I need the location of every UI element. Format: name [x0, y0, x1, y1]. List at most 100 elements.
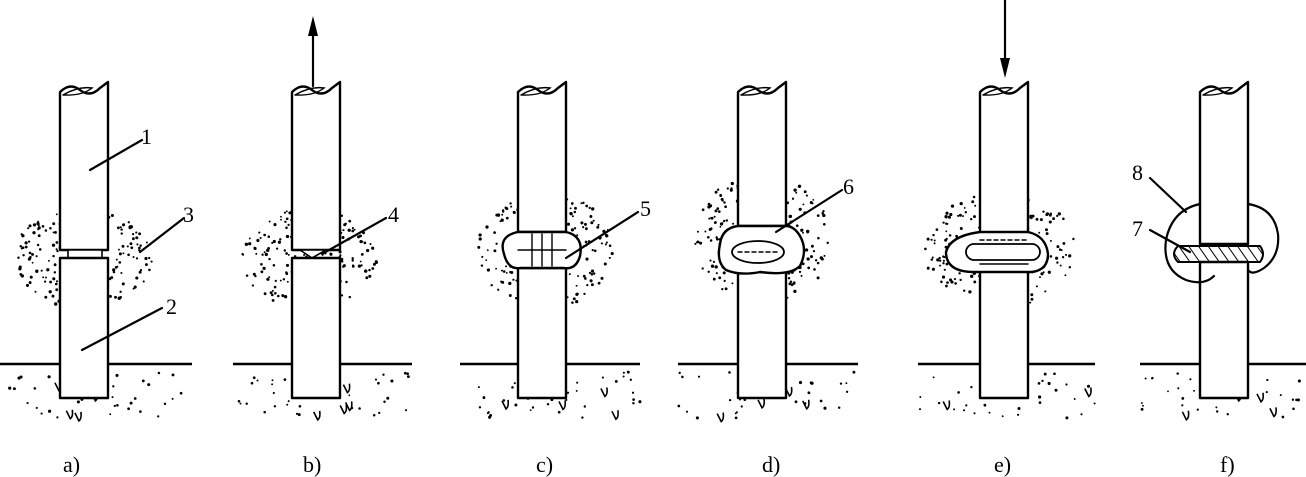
spark-dot [1056, 261, 1059, 264]
spark-dot [267, 235, 271, 238]
spark-dot [941, 275, 946, 279]
rod-end-cap [982, 86, 1014, 96]
spark-dot [574, 206, 577, 210]
spark-dot [359, 234, 362, 238]
leader-line [774, 188, 844, 234]
spark-dot [572, 297, 576, 301]
spark-dot [962, 215, 964, 218]
spark-dot [798, 207, 802, 211]
soil-dot [1043, 372, 1047, 376]
spark-dot [32, 231, 36, 235]
soil-dot [112, 385, 115, 388]
spark-dot [722, 219, 726, 223]
panel-a: 1 2 3 a) [0, 80, 194, 477]
spark-dot [35, 269, 39, 273]
spark-dot [31, 252, 34, 256]
spark-dot [592, 272, 596, 275]
soil-dot [622, 371, 625, 374]
soil-dot [502, 399, 506, 402]
spark-dot [588, 271, 592, 274]
spark-dot [245, 274, 249, 277]
spark-dot [789, 280, 793, 284]
spark-dot [588, 206, 591, 210]
spark-dot [970, 274, 974, 278]
soil-dot [1176, 372, 1179, 375]
soil-pebble [1256, 392, 1265, 403]
soil-dot [1065, 383, 1068, 386]
label-7: 7 [1132, 216, 1143, 241]
spark-dot [118, 252, 122, 256]
spark-dot [709, 259, 712, 262]
spark-dot [264, 252, 268, 257]
soil-dot [1292, 407, 1295, 411]
soil-dot [852, 370, 856, 374]
spark-dot [283, 295, 288, 299]
spark-dot [958, 272, 961, 275]
soil-dot [557, 410, 561, 414]
spark-dot [132, 256, 135, 258]
spark-dot [719, 225, 722, 228]
spark-dot [822, 209, 825, 213]
spark-dot [122, 223, 125, 226]
spark-dot [126, 245, 129, 248]
spark-dot [44, 295, 48, 299]
spark-dot [40, 269, 43, 272]
spark-dot [116, 226, 120, 230]
spark-dot [54, 231, 57, 234]
spark-dot [593, 249, 597, 253]
spark-dot [713, 215, 716, 218]
soil-dot [823, 406, 827, 410]
spark-dot [576, 234, 579, 237]
spark-dot [351, 227, 354, 230]
spark-dot [364, 269, 368, 273]
soil-dot [487, 411, 490, 414]
spark-dot [585, 257, 589, 261]
spark-dot [568, 273, 571, 276]
lower-rod [290, 256, 342, 400]
spark-dot [112, 268, 116, 272]
spark-dot [348, 219, 352, 223]
spark-dot [964, 211, 967, 214]
soil-dot [919, 396, 922, 398]
soil-dot [631, 391, 635, 394]
lower-rod [58, 256, 110, 400]
spark-dot [127, 221, 130, 224]
spark-dot [582, 274, 586, 278]
soil-dot [382, 373, 385, 376]
soil-dot [514, 403, 518, 407]
spark-dot [135, 236, 139, 240]
spark-dot [963, 206, 966, 209]
spark-dot [725, 219, 729, 222]
soil-dot [1181, 396, 1185, 400]
spark-dot [121, 244, 125, 248]
soil-dot [798, 380, 803, 385]
lower-rod [1198, 260, 1250, 400]
spark-dot [262, 266, 266, 271]
spark-dot [24, 245, 28, 249]
spark-dot [252, 272, 256, 276]
spark-dot [248, 242, 252, 246]
spark-dot [570, 228, 575, 232]
spark-dot [591, 249, 594, 252]
spark-dot [708, 204, 713, 208]
spark-dot [590, 283, 594, 287]
soil-dot [697, 375, 701, 378]
spark-dot [820, 257, 824, 261]
spark-dot [505, 271, 508, 274]
spark-dot [571, 215, 574, 218]
label-4: 4 [388, 202, 399, 227]
spark-dot [248, 237, 251, 240]
spark-dot [707, 270, 710, 273]
weld-nugget [731, 240, 785, 264]
spark-dot [118, 261, 122, 264]
spark-dot [287, 253, 290, 256]
soil-dot [109, 413, 112, 416]
spark-dot [590, 269, 595, 273]
spark-dot [49, 227, 52, 230]
spark-dot [348, 295, 352, 299]
spark-dot [135, 231, 138, 234]
spark-dot [582, 225, 585, 229]
spark-dot [273, 285, 277, 289]
spark-dot [271, 289, 274, 292]
spark-dot [584, 240, 588, 244]
